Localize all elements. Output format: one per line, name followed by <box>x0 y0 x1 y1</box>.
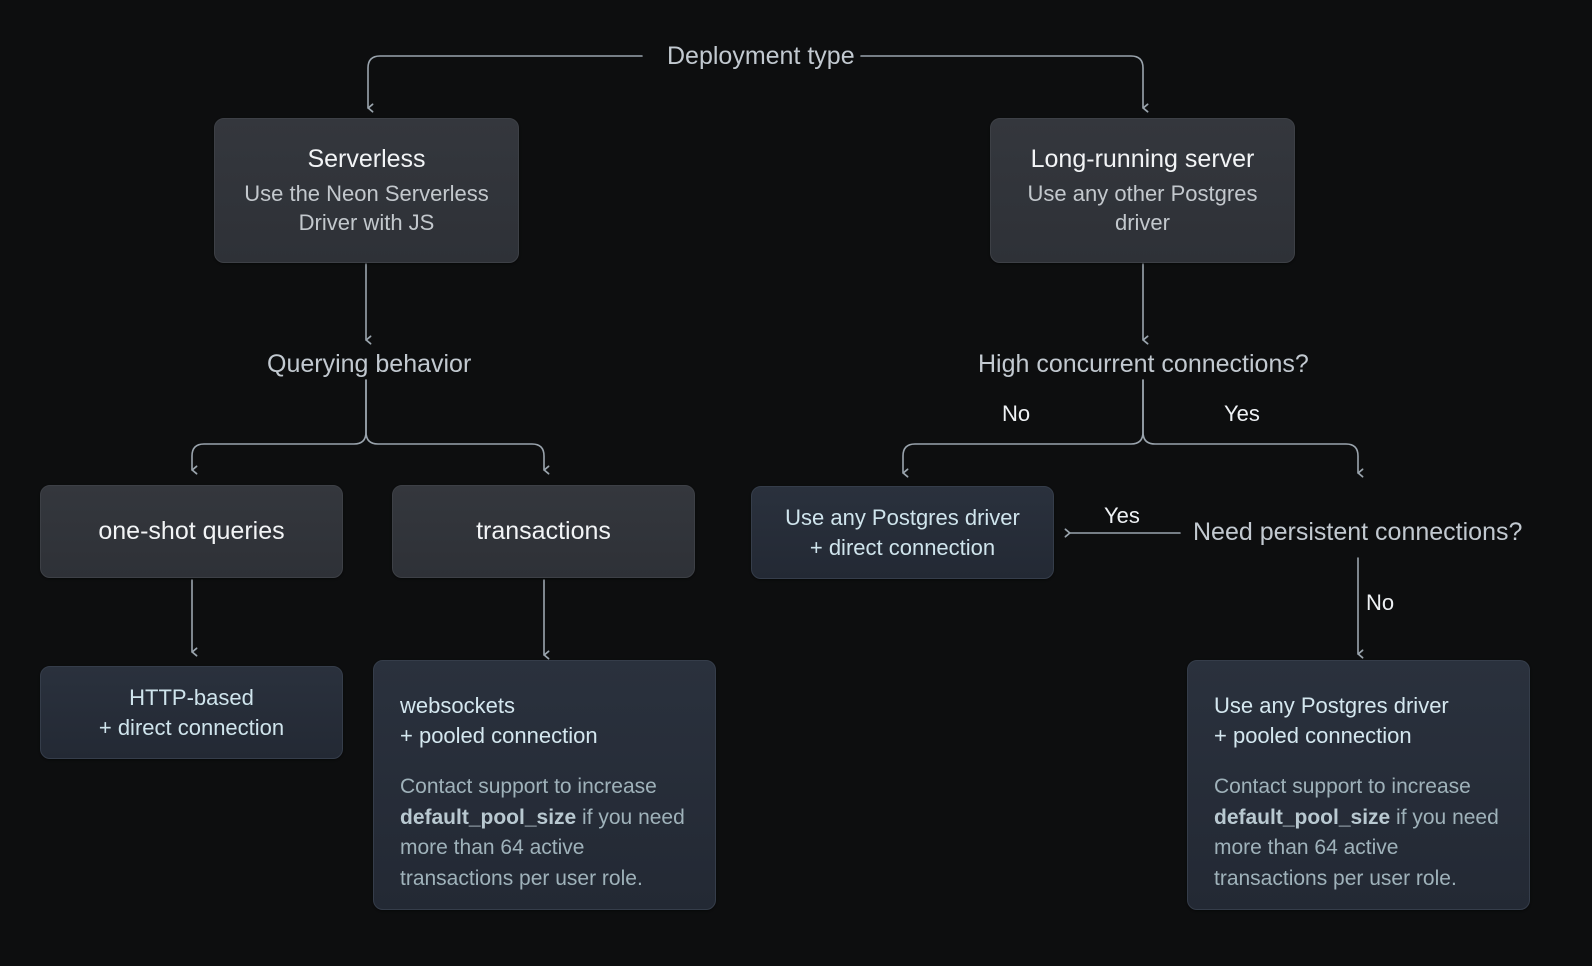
node-websockets-pooled-connection[interactable]: websockets + pooled connection Contact s… <box>373 660 716 910</box>
edge-label-need-persistent-yes: Yes <box>1104 503 1140 528</box>
node-direct-connection-driver-title: Use any Postgres driver + direct connect… <box>785 505 1020 560</box>
node-http-based-direct-connection[interactable]: HTTP-based + direct connection <box>40 666 343 759</box>
decision-need-persistent-connections: Need persistent connections? <box>1193 518 1523 546</box>
node-one-shot-queries[interactable]: one-shot queries <box>40 485 343 578</box>
node-pooled-note-code: default_pool_size <box>1214 805 1391 829</box>
node-long-running-server[interactable]: Long-running server Use any other Postgr… <box>990 118 1295 263</box>
node-websockets-title: websockets + pooled connection <box>400 693 598 748</box>
edge-label-high-concurrent-yes: Yes <box>1224 401 1260 426</box>
node-websockets-note-before: Contact support to increase <box>400 775 657 799</box>
node-serverless[interactable]: Serverless Use the Neon Serverless Drive… <box>214 118 519 263</box>
node-serverless-title: Serverless <box>307 144 426 173</box>
node-websockets-note: Contact support to increase default_pool… <box>400 772 689 894</box>
edge-label-need-persistent-no: No <box>1366 590 1395 615</box>
node-one-shot-queries-title: one-shot queries <box>98 517 285 546</box>
node-pooled-connection-driver[interactable]: Use any Postgres driver + pooled connect… <box>1187 660 1530 910</box>
node-pooled-note-before: Contact support to increase <box>1214 775 1471 799</box>
decision-querying-behavior: Querying behavior <box>267 350 472 378</box>
node-http-based-title: HTTP-based + direct connection <box>98 685 285 740</box>
node-pooled-connection-driver-title: Use any Postgres driver + pooled connect… <box>1214 693 1449 748</box>
node-long-running-subtitle: Use any other Postgres driver <box>1027 181 1258 235</box>
node-long-running-title: Long-running server <box>1030 144 1255 173</box>
decision-high-concurrent-connections: High concurrent connections? <box>978 350 1309 378</box>
node-websockets-note-code: default_pool_size <box>400 805 577 829</box>
edge-label-high-concurrent-no: No <box>1002 401 1031 426</box>
node-pooled-note-after: if you need more than 64 active transact… <box>1214 805 1499 890</box>
node-websockets-note-after: if you need more than 64 active transact… <box>400 805 685 890</box>
decision-deployment-type: Deployment type <box>667 42 855 70</box>
node-pooled-connection-driver-note: Contact support to increase default_pool… <box>1214 772 1503 894</box>
node-serverless-subtitle: Use the Neon Serverless Driver with JS <box>244 181 489 235</box>
node-direct-connection-driver[interactable]: Use any Postgres driver + direct connect… <box>751 486 1054 579</box>
node-transactions[interactable]: transactions <box>392 485 695 578</box>
node-transactions-title: transactions <box>476 517 611 546</box>
